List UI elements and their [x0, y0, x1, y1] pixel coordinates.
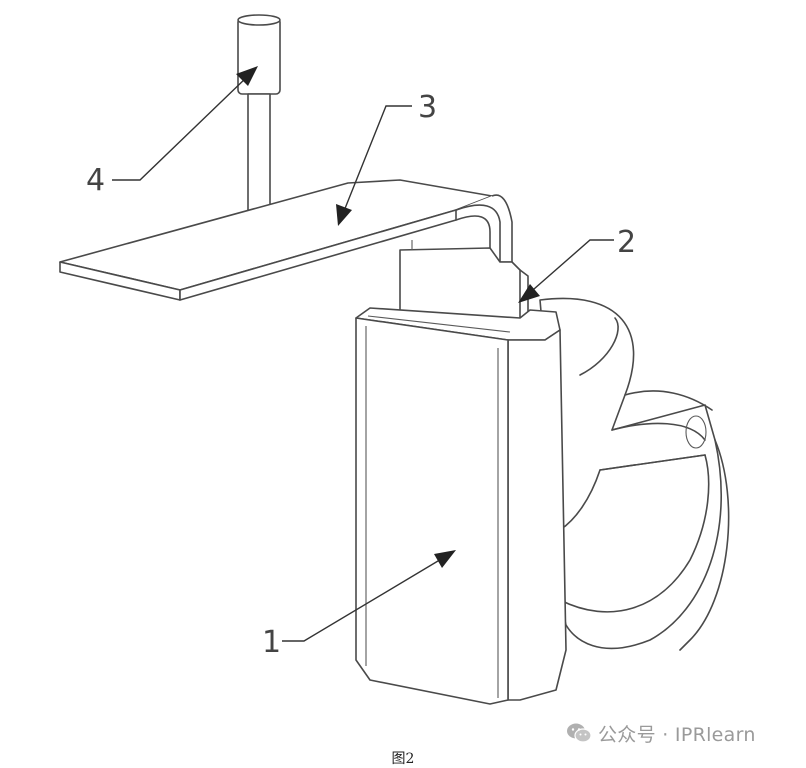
plate-component-3	[59, 179, 513, 301]
reference-label-2: 2	[617, 225, 636, 260]
reference-label-3: 3	[418, 90, 437, 125]
leader-line-3	[336, 105, 412, 226]
wechat-icon	[567, 723, 592, 743]
leader-line-1	[282, 550, 456, 642]
leader-line-4	[112, 66, 258, 181]
clamp-ring	[539, 297, 730, 651]
housing-component-1	[355, 307, 567, 705]
watermark-text: 公众号 · IPRlearn	[598, 723, 756, 746]
reference-label-1: 1	[262, 625, 281, 660]
figure-caption: 图2	[391, 751, 415, 767]
leader-line-2	[518, 239, 614, 303]
watermark: 公众号 · IPRlearn	[566, 719, 756, 747]
reference-label-4: 4	[86, 163, 105, 198]
